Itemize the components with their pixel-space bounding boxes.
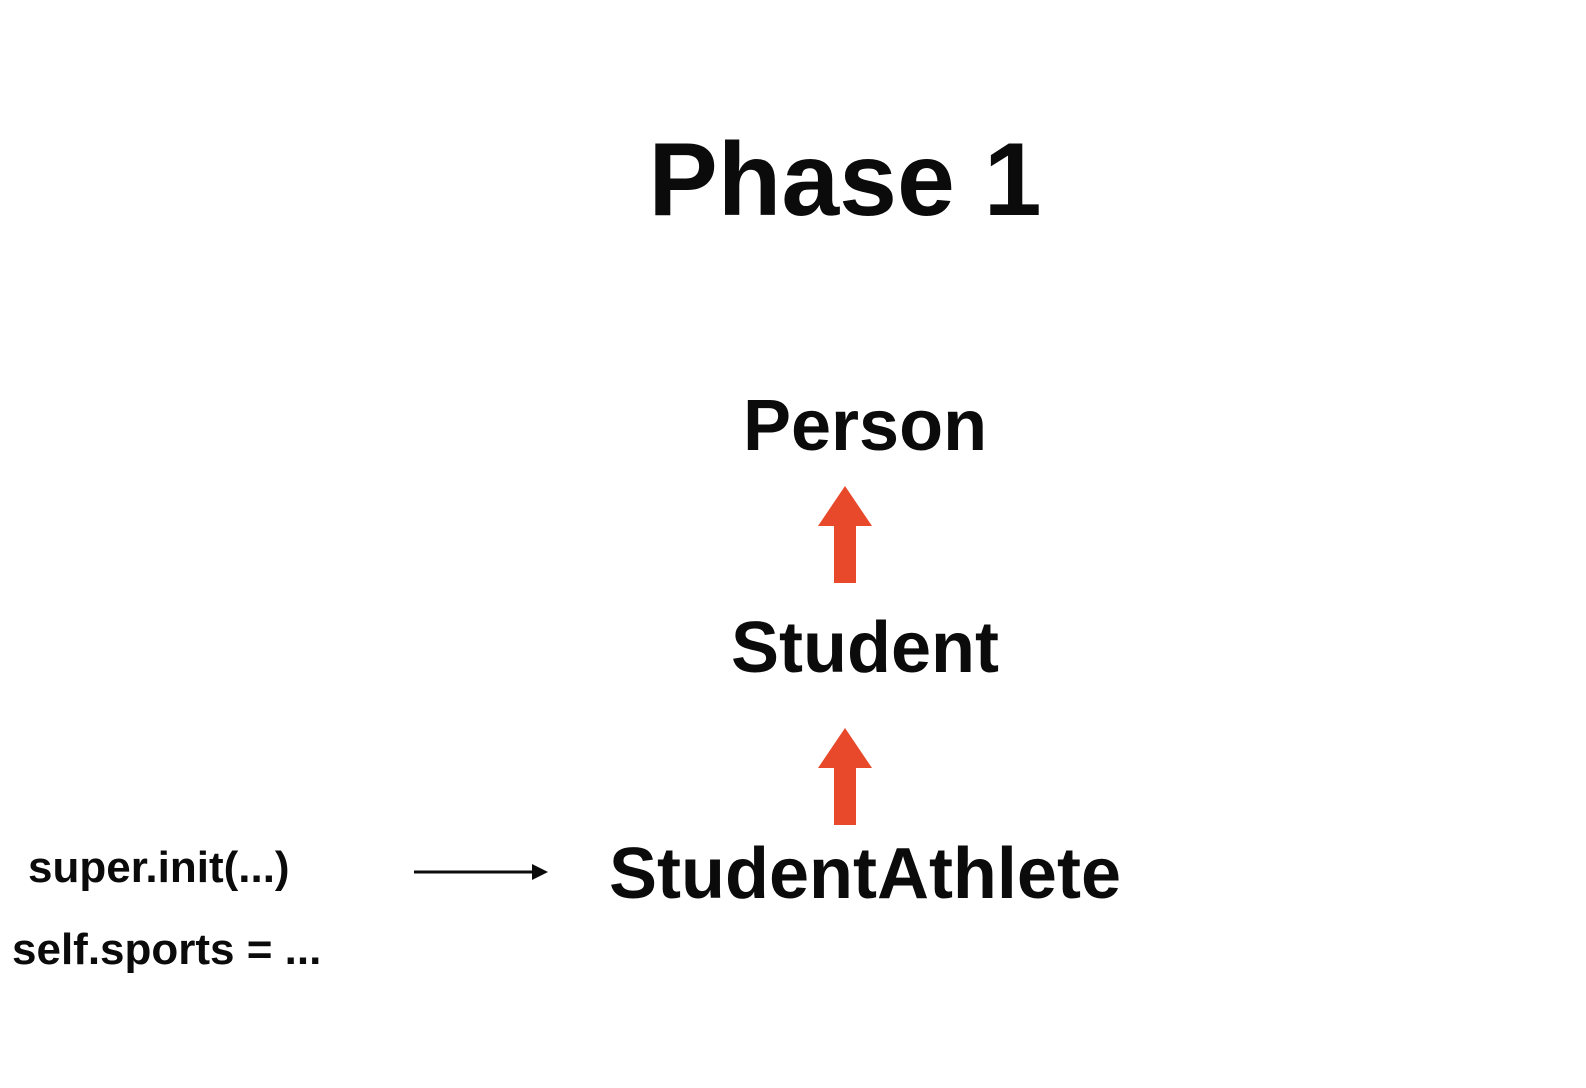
class-person: Person: [742, 386, 988, 466]
class-student-athlete: StudentAthlete: [609, 834, 1121, 914]
inheritance-arrow-shaft: [834, 524, 856, 583]
inheritance-arrow-head: [818, 728, 872, 768]
code-self-sports: self.sports = ...: [12, 925, 322, 974]
inheritance-arrow-student-to-person: [818, 486, 872, 583]
slide-title: Phase 1: [648, 122, 1042, 238]
class-student: Student: [731, 608, 999, 688]
right-arrow-icon: [414, 864, 548, 880]
inheritance-arrow-head: [818, 486, 872, 526]
inheritance-arrow-shaft: [834, 766, 856, 825]
code-super-init: super.init(...): [28, 843, 290, 892]
inheritance-arrow-athlete-to-student: [818, 728, 872, 825]
